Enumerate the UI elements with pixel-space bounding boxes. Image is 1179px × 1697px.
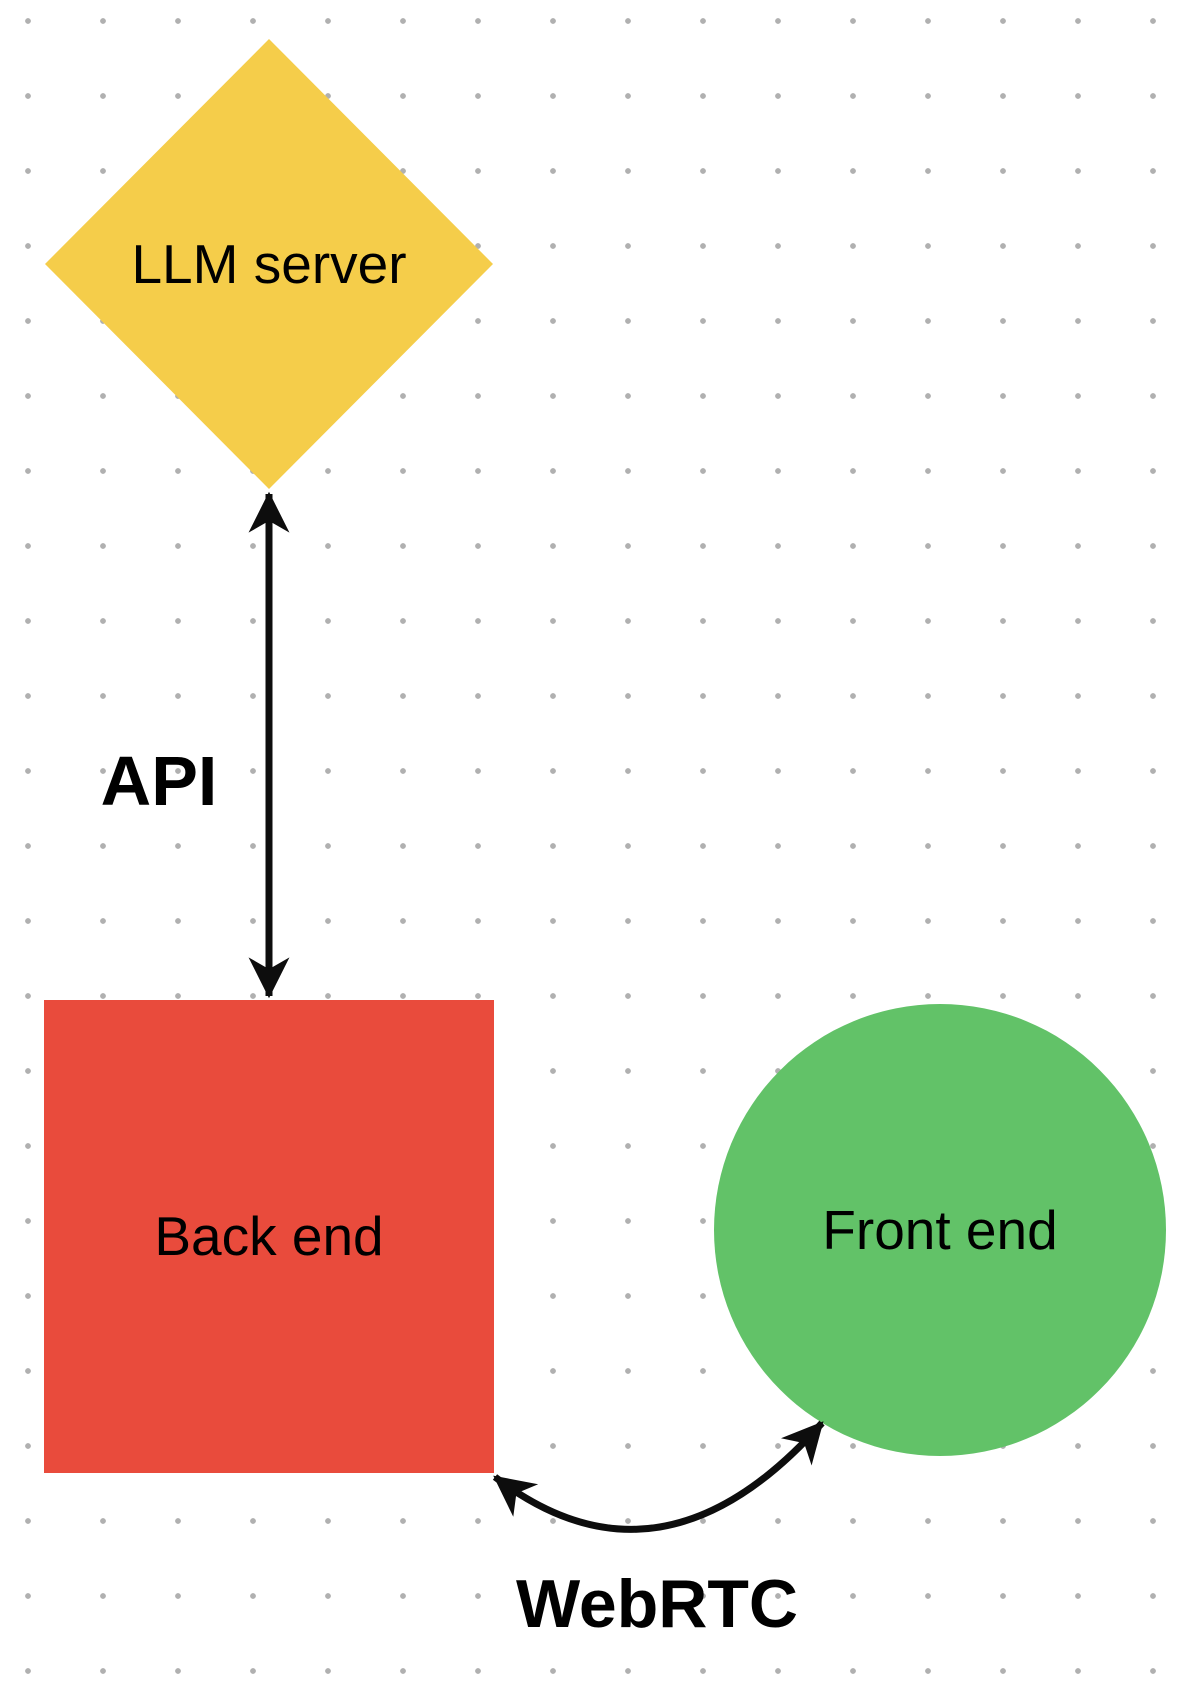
webrtc-connector-label[interactable]: WebRTC <box>515 1566 799 1642</box>
webrtc-double-arrow[interactable] <box>492 1420 825 1533</box>
node-llm-server-label: LLM server <box>131 232 407 295</box>
node-back-end-square[interactable]: Back end <box>44 1000 494 1473</box>
node-front-end-circle[interactable]: Front end <box>714 1004 1166 1456</box>
node-back-end-label: Back end <box>154 1205 384 1267</box>
node-front-end-label: Front end <box>822 1198 1058 1261</box>
api-connector-label[interactable]: API <box>100 742 218 820</box>
